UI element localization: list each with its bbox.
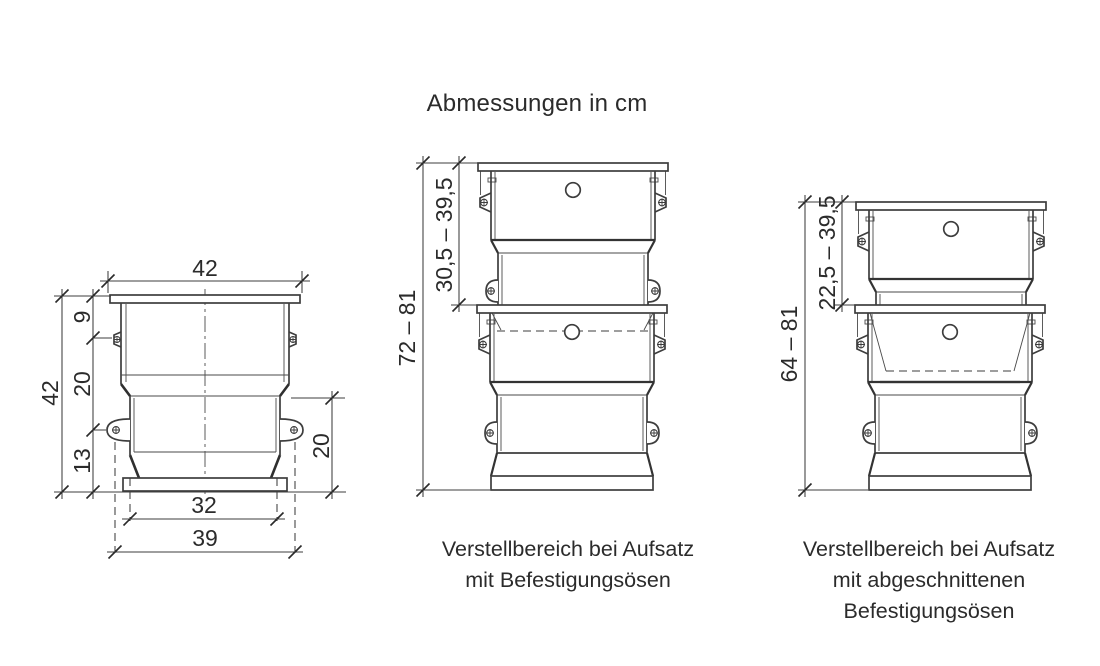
caption-line: Befestigungsösen (843, 599, 1015, 623)
dim-label-seg-mid: 20 (69, 371, 95, 397)
dimension-lines (415, 155, 490, 498)
dim-label-outer-width: 39 (192, 525, 218, 551)
dim-label-total-range: 72 – 81 (394, 290, 420, 367)
dim-label-upper-range: 22,5 – 39,5 (814, 195, 840, 310)
dim-label-upper-range: 30,5 – 39,5 (431, 177, 457, 292)
caption-line: mit Befestigungsösen (465, 568, 671, 592)
dim-label-seg-bottom: 13 (69, 448, 95, 474)
hidden-projection-lines (114, 442, 296, 553)
caption-line: mit abgeschnittenen (832, 568, 1026, 592)
dim-label-right-height: 20 (308, 433, 334, 459)
dim-label-overall-height: 42 (37, 380, 63, 406)
insert-seat-lines (869, 312, 1031, 372)
dimension-lines (54, 271, 346, 560)
dim-label-top-width: 42 (192, 255, 218, 281)
dim-label-inner-width: 32 (191, 492, 217, 518)
dim-label-seg-top: 9 (69, 311, 95, 324)
page-title: Abmessungen in cm (426, 90, 648, 117)
upper-riser-piece (476, 161, 670, 305)
caption-stack-cut-eyelets: Verstellbereich bei Aufsatz mit abgeschn… (779, 534, 1079, 627)
riser-outline (106, 294, 304, 492)
lower-riser-piece (475, 303, 669, 492)
figure-single-riser: 42 42 9 20 13 20 32 39 (37, 255, 346, 560)
lower-riser-piece (853, 303, 1047, 492)
dimension-lines (797, 194, 868, 498)
caption-line: Verstellbereich bei Aufsatz (802, 537, 1056, 561)
figure-stack-cut-eyelets: 64 – 81 22,5 – 39,5 (776, 194, 1048, 498)
caption-stack-with-eyelets: Verstellbereich bei Aufsatz mit Befestig… (418, 534, 718, 596)
figure-stack-with-eyelets: 72 – 81 30,5 – 39,5 (394, 155, 670, 498)
insert-seat-lines (491, 312, 654, 331)
caption-line: Verstellbereich bei Aufsatz (441, 537, 695, 561)
dim-label-total-range: 64 – 81 (776, 306, 802, 383)
